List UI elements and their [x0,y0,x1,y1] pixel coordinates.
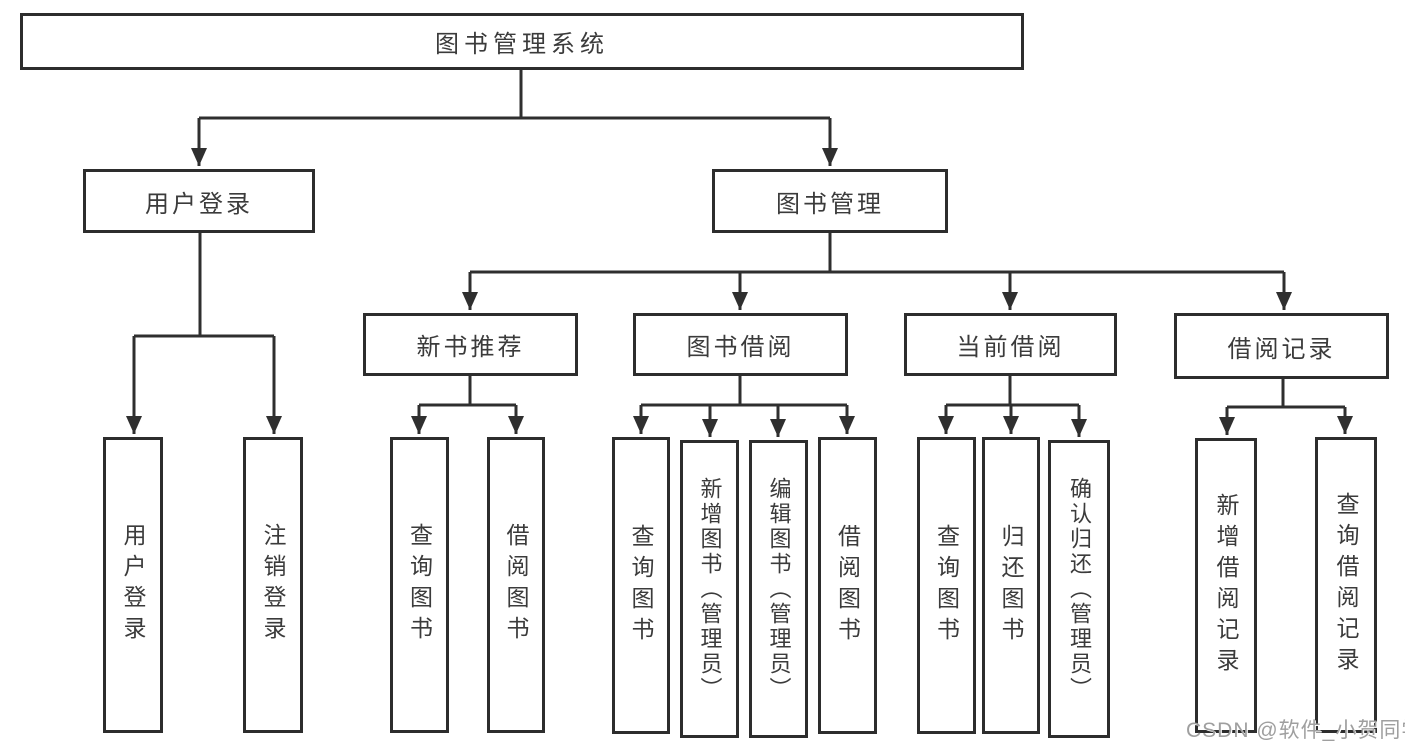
csdn-watermark: CSDN @软件_小贺同学 [1186,719,1405,742]
leaf-cb-query-books: 查询图书 [917,437,976,734]
connector-book-borrow-split [641,376,847,407]
leaf-user-login: 用户登录 [103,437,163,733]
node-book-borrowing: 图书借阅 [633,313,848,376]
connector-new-books-split [419,376,516,407]
leaf-bb-add-books-admin: 新增图书（管理员） [680,440,739,738]
leaf-bb-edit-books-admin: 编辑图书（管理员） [749,440,808,738]
node-book-management: 图书管理 [712,169,948,233]
leaf-rec-add-record: 新增借阅记录 [1195,438,1257,733]
connector-user-login-split [134,233,274,338]
node-user-login: 用户登录 [83,169,315,233]
node-current-borrowing: 当前借阅 [904,313,1117,376]
connector-root-split [199,70,830,120]
leaf-bb-query-books: 查询图书 [612,437,670,734]
node-new-book-recommend: 新书推荐 [363,313,578,376]
node-root-system: 图书管理系统 [20,13,1024,70]
leaf-nb-query-books: 查询图书 [390,437,449,733]
connector-borrow-records-split [1227,379,1345,409]
leaf-cb-return-books: 归还图书 [982,437,1040,734]
leaf-logout: 注销登录 [243,437,303,733]
leaf-rec-query-record: 查询借阅记录 [1315,437,1377,733]
leaf-bb-borrow-books: 借阅图书 [818,437,877,734]
connector-book-mgmt-split [470,233,1284,274]
node-borrowing-records: 借阅记录 [1174,313,1389,379]
connector-current-borrow-split [946,376,1079,407]
leaf-cb-confirm-return-admin: 确认归还（管理员） [1048,440,1110,738]
leaf-nb-borrow-books: 借阅图书 [487,437,545,733]
